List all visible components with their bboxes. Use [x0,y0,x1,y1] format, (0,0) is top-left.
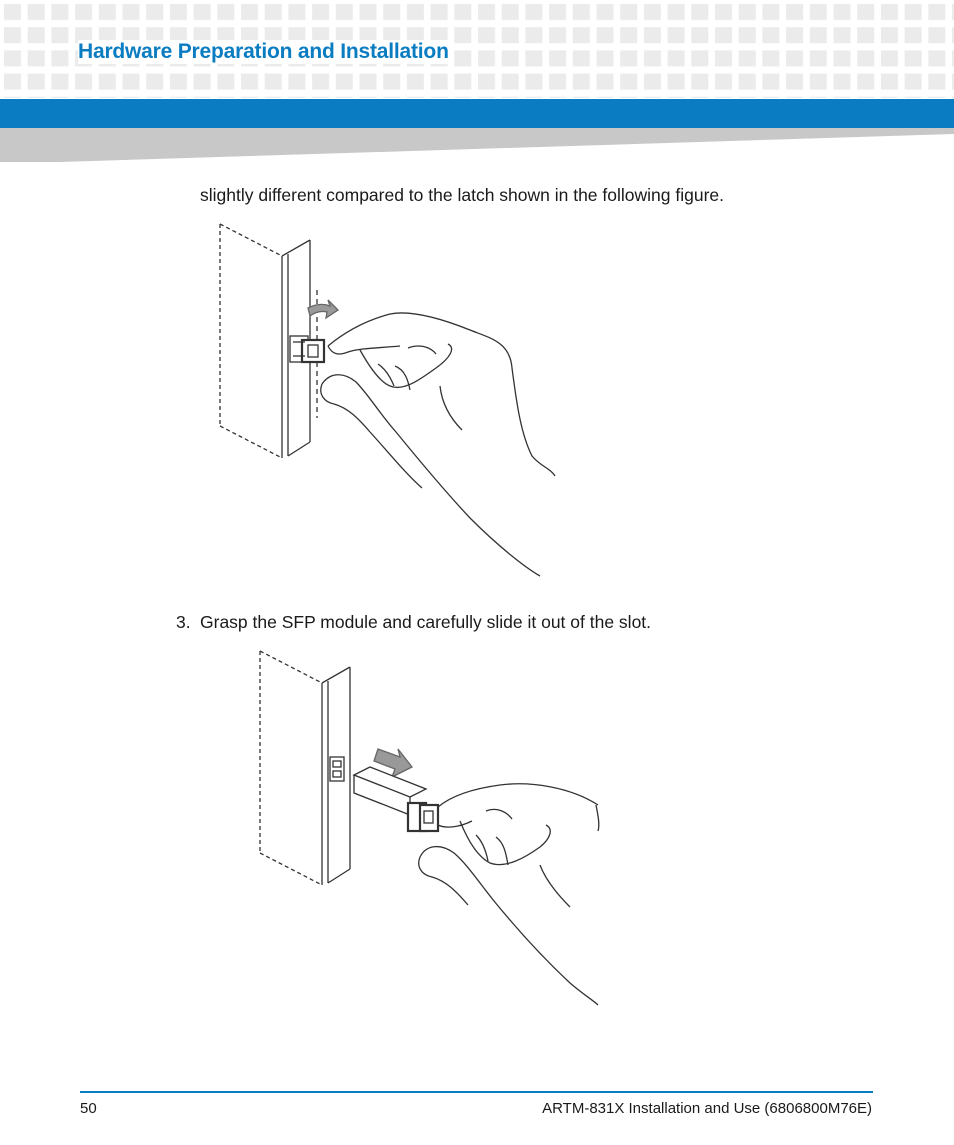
section-title: Hardware Preparation and Installation [78,40,453,64]
page-number: 50 [80,1100,97,1117]
step-3-instruction: 3. Grasp the SFP module and carefully sli… [176,612,651,633]
header-pattern [0,0,954,98]
sfp-removal-figure [259,650,600,1006]
step-number: 3. [176,612,191,632]
header-gray-wedge [0,128,954,162]
header-blue-bar [0,99,954,128]
step-text: Grasp the SFP module and carefully slide… [200,612,652,632]
intro-paragraph: slightly different compared to the latch… [200,185,725,205]
footer-rule [80,1091,873,1093]
document-title: ARTM-831X Installation and Use (6806800M… [542,1100,872,1117]
sfp-latch-figure [219,223,556,577]
